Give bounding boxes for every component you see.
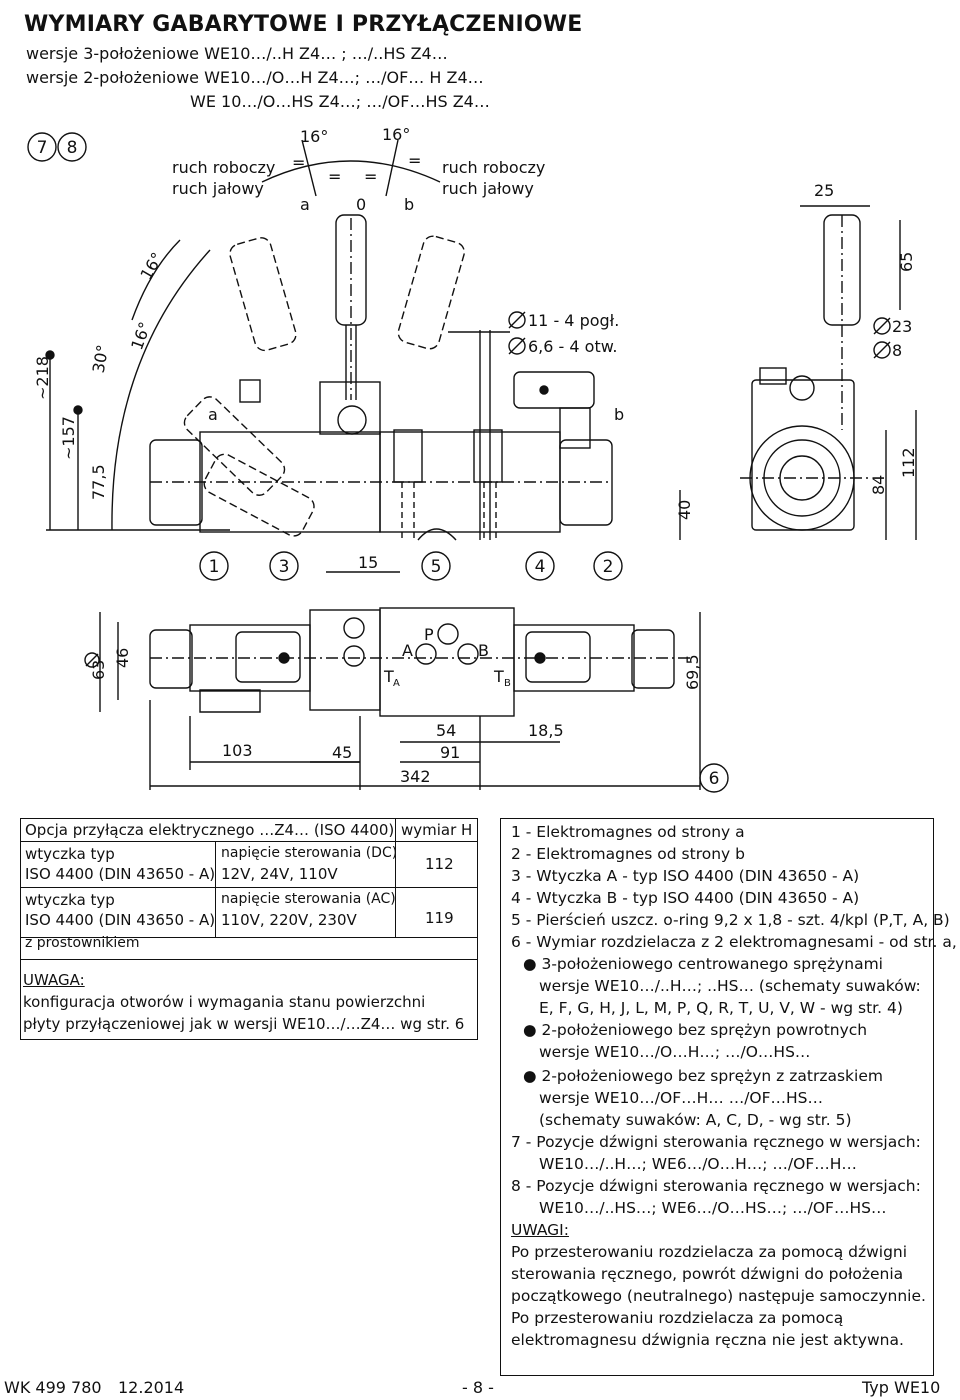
callout-5: 5 [421, 551, 451, 581]
port-TB: T [493, 667, 504, 686]
dim-69-5: 69,5 [683, 654, 702, 690]
svg-text:A: A [393, 678, 400, 689]
dim-218: ~218 [33, 356, 52, 400]
solenoid-a-label: a [208, 405, 218, 424]
footer-doc-number: WK 499 780 [4, 1378, 102, 1397]
callout-6: 6 [699, 763, 729, 793]
solenoid-b-label: b [614, 405, 624, 424]
option-header-h: wymiar H [401, 821, 473, 839]
position-a: a [300, 195, 310, 214]
label-ruch-jalowy-right: ruch jałowy [442, 179, 534, 198]
svg-text:=: = [328, 167, 341, 186]
port-TA: T [383, 667, 394, 686]
callout-1: 1 [199, 551, 229, 581]
svg-text:30°: 30° [89, 343, 113, 374]
svg-text:3: 3 [279, 557, 290, 577]
dia-8: 8 [892, 341, 902, 360]
position-b: b [404, 195, 414, 214]
page-title: WYMIARY GABARYTOWE I PRZYŁĄCZENIOWE [24, 12, 583, 37]
svg-text:16°: 16° [127, 319, 155, 352]
h-value-dc: 112 [425, 855, 454, 873]
footer-date: 12.2014 [118, 1378, 185, 1397]
label-ruch-roboczy-left: ruch roboczy [172, 158, 275, 177]
electrical-connection-option-table: Opcja przyłącza elektrycznego …Z4… (ISO … [20, 818, 478, 1040]
subtitle-line-1: wersje 3-położeniowe WE10…/..H Z4… ; …/.… [26, 44, 448, 63]
uwagi-title: UWAGI: [511, 1221, 569, 1239]
dim-63: 63 [89, 660, 108, 680]
footer-page-number: - 8 - [462, 1378, 494, 1397]
port-B: B [478, 641, 489, 660]
svg-text:2: 2 [603, 557, 614, 577]
dim-46: 46 [113, 648, 132, 668]
holes-11-text: 11 - 4 pogł. [528, 311, 619, 330]
svg-text:=: = [408, 151, 421, 170]
callout-8: 8 [57, 132, 87, 162]
angle-16-left: 16° [300, 127, 328, 146]
svg-text:7: 7 [37, 138, 48, 158]
dia-23: 23 [892, 317, 912, 336]
dim-25: 25 [814, 181, 834, 200]
legend-box: 1 - Elektromagnes od strony a 2 - Elektr… [500, 818, 960, 1376]
callout-3: 3 [269, 551, 299, 581]
dim-342: 342 [400, 767, 431, 786]
dim-18-5: 18,5 [528, 721, 564, 740]
dim-15: 15 [358, 553, 378, 572]
position-0: 0 [356, 195, 366, 214]
svg-text:B: B [504, 678, 511, 689]
option-header: Opcja przyłącza elektrycznego …Z4… (ISO … [25, 821, 395, 839]
callout-4: 4 [525, 551, 555, 581]
dim-40: 40 [675, 500, 694, 520]
callout-2: 2 [593, 551, 623, 581]
svg-text:=: = [364, 167, 377, 186]
port-A: A [402, 641, 413, 660]
footer-type: Typ WE10 [862, 1378, 941, 1397]
holes-6-6-text: 6,6 - 4 otw. [528, 337, 617, 356]
svg-text:8: 8 [67, 138, 78, 158]
svg-text:1: 1 [209, 557, 220, 577]
dim-54: 54 [436, 721, 456, 740]
port-P: P [424, 625, 434, 644]
label-ruch-roboczy-right: ruch roboczy [442, 158, 545, 177]
dim-103: 103 [222, 741, 253, 760]
note-title: UWAGA: [23, 971, 85, 989]
subtitle-line-2: wersje 2-położeniowe WE10…/O…H Z4…; …/OF… [26, 68, 484, 87]
angle-16-right: 16° [382, 125, 410, 144]
dim-112: 112 [899, 447, 918, 478]
callout-7: 7 [27, 132, 57, 162]
dim-157: ~157 [59, 416, 78, 460]
dim-45: 45 [332, 743, 352, 762]
svg-text:6: 6 [709, 769, 720, 789]
dim-84: 84 [869, 475, 888, 495]
label-ruch-jalowy-left: ruch jałowy [172, 179, 264, 198]
dim-91: 91 [440, 743, 460, 762]
dim-65: 65 [897, 252, 916, 272]
technical-drawing: 7 8 ruch roboczy ruch jałowy ruch robocz… [27, 125, 918, 793]
subtitle-line-3: WE 10…/O…HS Z4…; …/OF…HS Z4… [190, 92, 490, 111]
h-value-ac: 119 [425, 909, 454, 927]
dim-77-5: 77,5 [89, 464, 108, 500]
svg-text:5: 5 [431, 557, 442, 577]
svg-text:4: 4 [535, 557, 546, 577]
